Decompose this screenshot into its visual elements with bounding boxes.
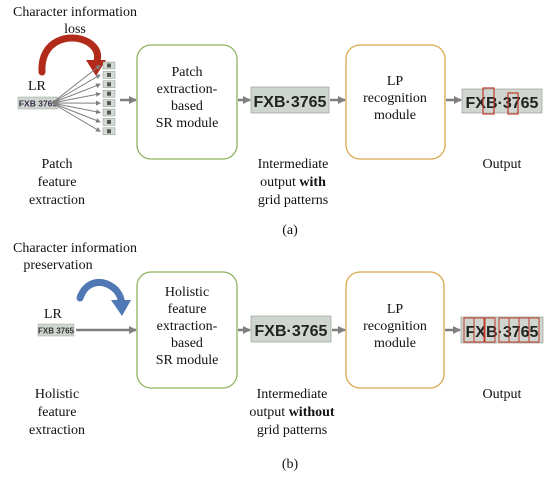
char-box: [528, 317, 540, 343]
patch-glyph: [107, 119, 111, 124]
lr-label-a: LR: [28, 79, 47, 94]
rec-b-line2: recognition: [363, 319, 427, 334]
panel-a: Character information loss LR FXB 3765 P…: [13, 5, 543, 238]
patch-fan-line: [51, 64, 101, 104]
patch-fan-line: [51, 102, 101, 115]
patch-fan-line: [51, 102, 101, 132]
sr-module-b: [136, 271, 238, 389]
caption-left-a-1: Patch: [41, 157, 72, 172]
char-box: [484, 317, 496, 343]
patch-glyph: [107, 110, 111, 115]
recognition-module-a: [345, 44, 446, 160]
output-plate-a: FXB·3765: [461, 87, 543, 115]
svg-text:FXB·3765: FXB·3765: [255, 323, 328, 340]
svg-text:FXB·3765: FXB·3765: [466, 95, 539, 112]
caption-left-b-2: feature: [38, 405, 77, 420]
rec-a-line3: module: [374, 108, 416, 123]
rec-a-line1: LP: [387, 74, 404, 89]
patch-glyph: [107, 101, 111, 106]
svg-text:FXB·3765: FXB·3765: [254, 94, 327, 111]
sr-a-line2: extraction-: [157, 82, 218, 97]
char-box: [482, 87, 495, 115]
sr-a-line4: SR module: [156, 116, 219, 131]
caption-mid-a-2: output with: [260, 175, 326, 190]
loss-label-line1: Character information: [13, 5, 137, 20]
sr-module-a: [136, 44, 238, 160]
loss-arrow: [38, 34, 102, 76]
char-box: [473, 317, 485, 343]
lr-label-b: LR: [44, 307, 63, 322]
patch-fan-lines: [51, 64, 101, 132]
sr-a-line1: Patch: [171, 65, 202, 80]
patch-fan-line: [51, 74, 101, 104]
caption-right-b: Output: [483, 387, 522, 402]
caption-mid-b-3: grid patterns: [257, 423, 327, 438]
preserve-label-line2: preservation: [23, 258, 92, 273]
caption-left-a-2: feature: [38, 175, 77, 190]
caption-left-b-1: Holistic: [35, 387, 79, 402]
recognition-module-b: [345, 271, 445, 389]
svg-text:FXB 3765: FXB 3765: [19, 99, 58, 109]
patch-glyph: [107, 82, 111, 87]
panel-label-b: (b): [282, 457, 299, 472]
caption-mid-a-3: grid patterns: [258, 193, 328, 208]
rec-a-line2: recognition: [363, 91, 427, 106]
caption-mid-b-1: Intermediate: [257, 387, 328, 402]
output-plate-b: FXB·3765: [460, 316, 544, 344]
sr-b-line5: SR module: [156, 353, 219, 368]
patch-fan-line: [51, 92, 101, 104]
sr-b-line3: extraction-: [157, 319, 218, 334]
preservation-arrow-head: [111, 300, 131, 316]
patch-glyph: [107, 72, 111, 77]
patch-fan-line: [51, 83, 101, 104]
panel-b: Character information preservation LR FX…: [13, 241, 544, 472]
intermediate-plate-a: FXB·3765: [250, 86, 330, 114]
rec-b-line1: LP: [387, 302, 404, 317]
char-boxes-b: [463, 317, 540, 343]
sr-b-line4: based: [171, 336, 203, 351]
caption-right-a: Output: [483, 157, 522, 172]
caption-mid-a-1: Intermediate: [258, 157, 329, 172]
patch-fan-line: [51, 102, 101, 123]
sr-b-line2: feature: [168, 302, 207, 317]
svg-text:FXB 3765: FXB 3765: [38, 327, 75, 336]
caption-mid-b-2: output without: [249, 405, 335, 420]
caption-left-b-3: extraction: [29, 423, 85, 438]
loss-label-line2: loss: [64, 22, 86, 37]
svg-text:FXB·3765: FXB·3765: [466, 324, 539, 341]
sr-b-line1: Holistic: [165, 285, 209, 300]
rec-b-line3: module: [374, 336, 416, 351]
lr-input-plate-a: FXB 3765: [17, 96, 59, 110]
intermediate-plate-b: FXB·3765: [250, 315, 332, 343]
sr-a-line3: based: [171, 99, 203, 114]
char-box: [507, 92, 519, 115]
patch-column: [102, 61, 116, 136]
caption-left-a-3: extraction: [29, 193, 85, 208]
patch-glyph: [107, 91, 111, 96]
patch-glyph: [107, 63, 111, 68]
panel-label-a: (a): [282, 223, 298, 238]
preserve-label-line1: Character information: [13, 241, 137, 256]
lr-input-plate-b: FXB 3765: [37, 323, 75, 337]
patch-glyph: [107, 129, 111, 134]
